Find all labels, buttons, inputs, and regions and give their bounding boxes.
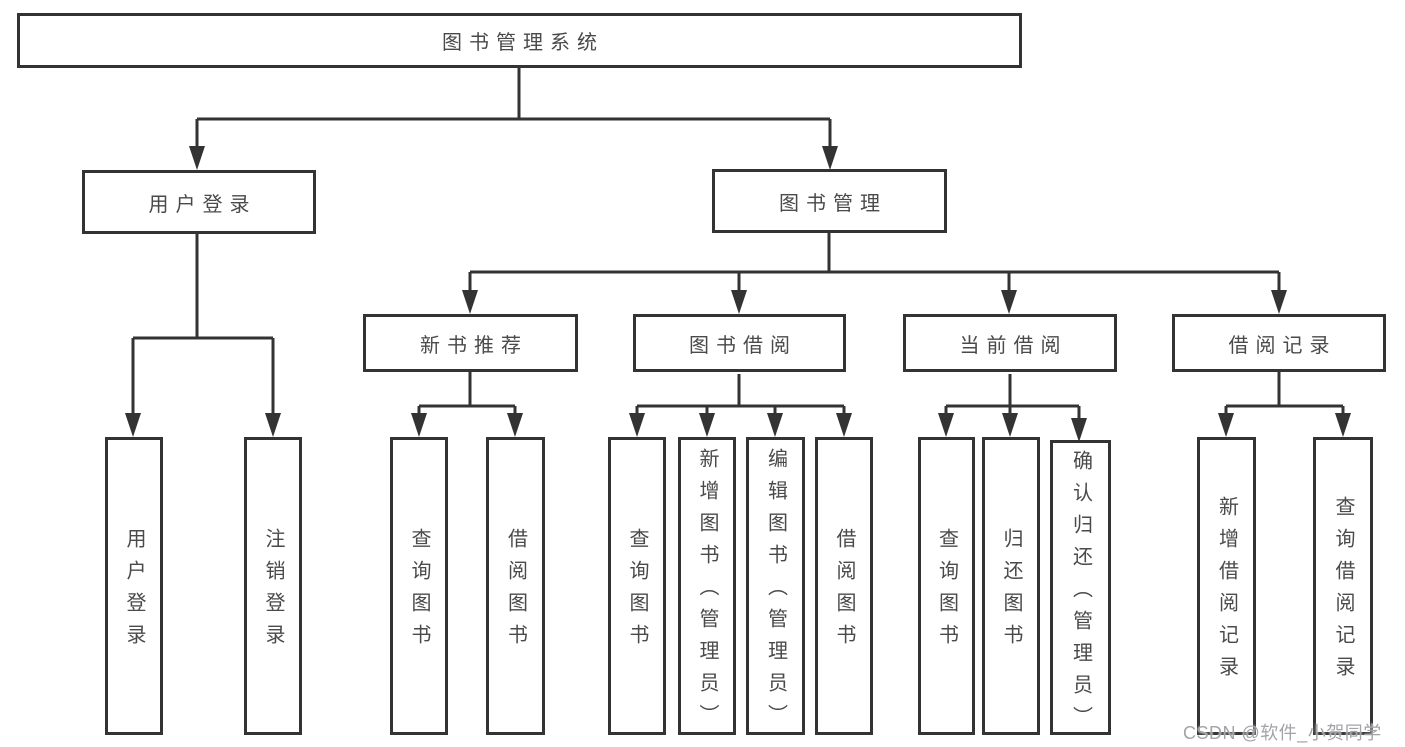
leaf-query-borrow-record: 查询借阅记录 xyxy=(1313,437,1373,735)
leaf-edit-book-admin-label: 编辑图书（管理员） xyxy=(764,448,787,736)
node-root-label: 图书管理系统 xyxy=(442,32,604,54)
node-book-management-branch: 图书管理 xyxy=(712,169,947,233)
leaf-add-borrow-record: 新增借阅记录 xyxy=(1197,437,1256,735)
leaf-edit-book-admin: 编辑图书（管理员） xyxy=(746,437,805,736)
leaf-logout: 注销登录 xyxy=(244,437,302,735)
leaf-query-books-current-label: 查询图书 xyxy=(935,528,958,656)
leaf-confirm-return-admin: 确认归还（管理员） xyxy=(1050,440,1111,738)
leaf-return-books-label: 归还图书 xyxy=(1000,528,1022,656)
leaf-borrow-books-borrowing-label: 借阅图书 xyxy=(833,528,855,656)
leaf-add-borrow-record-label: 新增借阅记录 xyxy=(1215,496,1238,688)
node-book-management-branch-label: 图书管理 xyxy=(779,192,887,215)
node-current-borrowing: 当前借阅 xyxy=(903,314,1117,372)
leaf-add-book-admin: 新增图书（管理员） xyxy=(678,437,736,736)
node-book-borrowing: 图书借阅 xyxy=(633,314,846,372)
leaf-return-books: 归还图书 xyxy=(982,437,1040,735)
leaf-query-books-borrowing-label: 查询图书 xyxy=(626,528,648,656)
leaf-query-books-borrowing: 查询图书 xyxy=(608,437,666,735)
node-current-borrowing-label: 当前借阅 xyxy=(959,334,1068,357)
node-book-borrowing-label: 图书借阅 xyxy=(689,334,797,357)
leaf-query-borrow-record-label: 查询借阅记录 xyxy=(1332,496,1354,688)
leaf-add-book-admin-label: 新增图书（管理员） xyxy=(696,448,718,736)
node-root-library-management-system: 图书管理系统 xyxy=(17,13,1022,68)
csdn-watermark: CSDN @软件_小贺同学 xyxy=(1183,723,1382,743)
leaf-confirm-return-admin-label: 确认归还（管理员） xyxy=(1069,449,1092,738)
node-user-login-branch-label: 用户登录 xyxy=(148,193,257,216)
leaf-user-login-label: 用户登录 xyxy=(123,528,145,656)
node-new-book-recommendation-label: 新书推荐 xyxy=(420,334,528,357)
leaf-borrow-books-borrowing: 借阅图书 xyxy=(815,437,873,735)
leaf-query-books-recommend-label: 查询图书 xyxy=(408,528,430,656)
node-borrowing-records-label: 借阅记录 xyxy=(1228,334,1337,357)
leaf-logout-label: 注销登录 xyxy=(262,528,284,656)
node-user-login-branch: 用户登录 xyxy=(82,170,316,234)
leaf-query-books-recommend: 查询图书 xyxy=(390,437,448,735)
leaf-borrow-books-recommend: 借阅图书 xyxy=(486,437,545,735)
node-new-book-recommendation: 新书推荐 xyxy=(363,314,578,372)
leaf-borrow-books-recommend-label: 借阅图书 xyxy=(504,528,527,656)
leaf-user-login: 用户登录 xyxy=(105,437,163,735)
node-borrowing-records: 借阅记录 xyxy=(1172,314,1386,372)
leaf-query-books-current: 查询图书 xyxy=(918,437,975,735)
